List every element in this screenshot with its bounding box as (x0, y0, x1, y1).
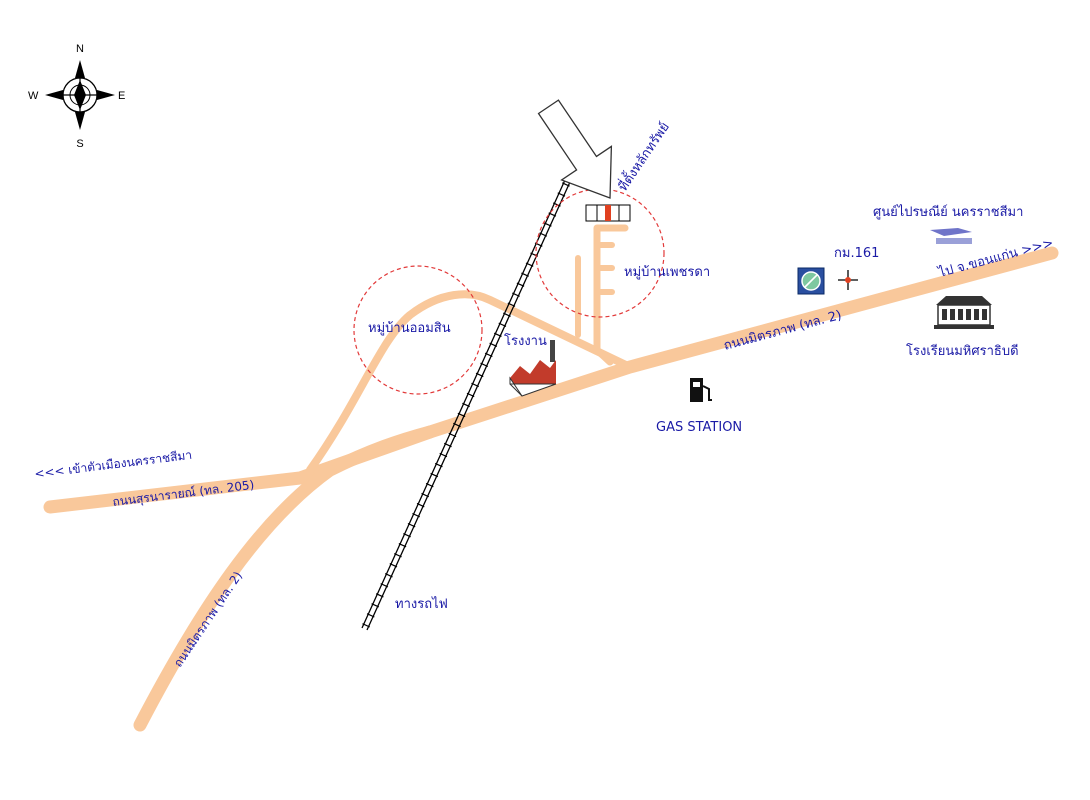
to-city-label: <<< เข้าตัวเมืองนครราชสีมา (34, 448, 193, 481)
crosshair-icon (838, 270, 858, 290)
railway-tie (462, 402, 470, 408)
compass-south-label: S (76, 138, 83, 150)
factory-icon (509, 340, 557, 397)
compass-rose-icon (45, 60, 115, 130)
railway-tie (521, 272, 529, 277)
railway-tie (443, 442, 452, 448)
road-mittraphap-sw (133, 425, 437, 732)
railway-tie (557, 192, 566, 197)
railway-tie (434, 462, 443, 468)
road-mittraphap-sw-label: ถนนมิตรภาพ (ทล. 2) (171, 569, 245, 670)
railway-tie (498, 322, 507, 327)
railway-tie (493, 332, 502, 337)
school-label: โรงเรียนมหิศราธิบดี (906, 343, 1019, 359)
om-sin-zone-circle (353, 265, 483, 395)
compass-east-label: E (118, 90, 125, 102)
target-building-icon (585, 204, 631, 222)
railway-tie (453, 422, 461, 428)
railway-tie (403, 532, 411, 538)
railway-tie (389, 563, 398, 568)
railway-tie (562, 182, 570, 187)
railway-tie (507, 302, 516, 307)
railway-tie (466, 392, 475, 398)
compass-north-label: N (76, 43, 84, 55)
road-suranarai-label: ถนนสุรนารายณ์ (ทล. 205) (112, 478, 255, 510)
railway-tie (416, 502, 425, 508)
railway-tie (548, 212, 557, 217)
railway-tie (448, 432, 457, 438)
railway-tie (457, 412, 466, 418)
gas-station-label: GAS STATION (656, 420, 742, 435)
gas-pump-icon (690, 378, 712, 402)
railway-label: ทางรถไฟ (395, 596, 448, 612)
school-building-icon (934, 296, 994, 329)
village-om-sin-label: หมู่บ้านออมสิน (368, 321, 451, 336)
railway-tie (398, 543, 407, 548)
post-office-label: ศูนย์ไปรษณีย์ นครราชสีมา (873, 204, 1023, 220)
km-marker-sign-icon (797, 267, 825, 295)
railway-tie (421, 492, 430, 498)
railway-tie (552, 202, 561, 207)
railway-tie (394, 553, 402, 558)
railway-tie (512, 292, 520, 297)
road-network (43, 224, 1059, 732)
railway-tie (543, 222, 552, 227)
compass-west-label: W (28, 90, 39, 102)
factory-label: โรงงาน (504, 333, 547, 349)
railway-tie (384, 573, 393, 578)
railway-tie (425, 482, 434, 488)
property-location-label: ที่ตั้งหลักทรัพย์ (613, 118, 672, 194)
km-marker-label: กม.161 (834, 246, 879, 261)
railway-tie (380, 583, 389, 588)
village-phetcharada-label: หมู่บ้านเพชรดา (624, 265, 710, 280)
railway-tie (489, 342, 498, 348)
railway-tie (412, 512, 420, 518)
railway-tie (430, 472, 439, 478)
railway-tie (439, 452, 448, 458)
railway-tie (362, 623, 371, 628)
railway-tie (480, 362, 489, 368)
pointer-arrow-icon (537, 99, 613, 199)
post-office-logo-icon (930, 228, 972, 244)
railway-track (361, 179, 571, 631)
railway-tie (525, 262, 534, 267)
railway-tie (484, 352, 493, 358)
railway-tie (516, 282, 525, 287)
road-village-loop (306, 290, 634, 474)
railway-tie (471, 382, 480, 388)
railway-tie (539, 232, 548, 237)
railway-tie (371, 603, 380, 608)
railway-tie (503, 312, 511, 317)
railway-tie (375, 593, 384, 598)
railway-tie (366, 613, 375, 618)
railway-tie (475, 372, 484, 378)
railway-tie (407, 522, 416, 528)
